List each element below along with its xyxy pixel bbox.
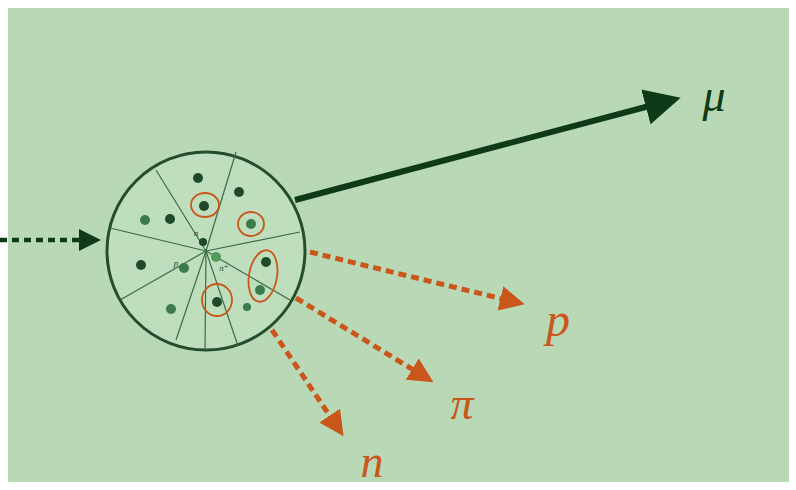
nucleon-label: n [194,229,199,238]
pion-label: π⁺ [219,264,228,273]
background [8,8,789,482]
muon-track [295,100,672,200]
particle-label: p [546,296,570,344]
neutron-track [272,330,338,428]
nucleon-label: p [174,259,179,268]
nucleus [107,152,305,350]
proton-track [310,252,515,302]
incoming-neutrino [0,238,92,243]
particle-label: μ [702,73,725,119]
pion-track [296,298,425,377]
particle-label: π [450,381,473,427]
particle-label: n [361,439,384,485]
